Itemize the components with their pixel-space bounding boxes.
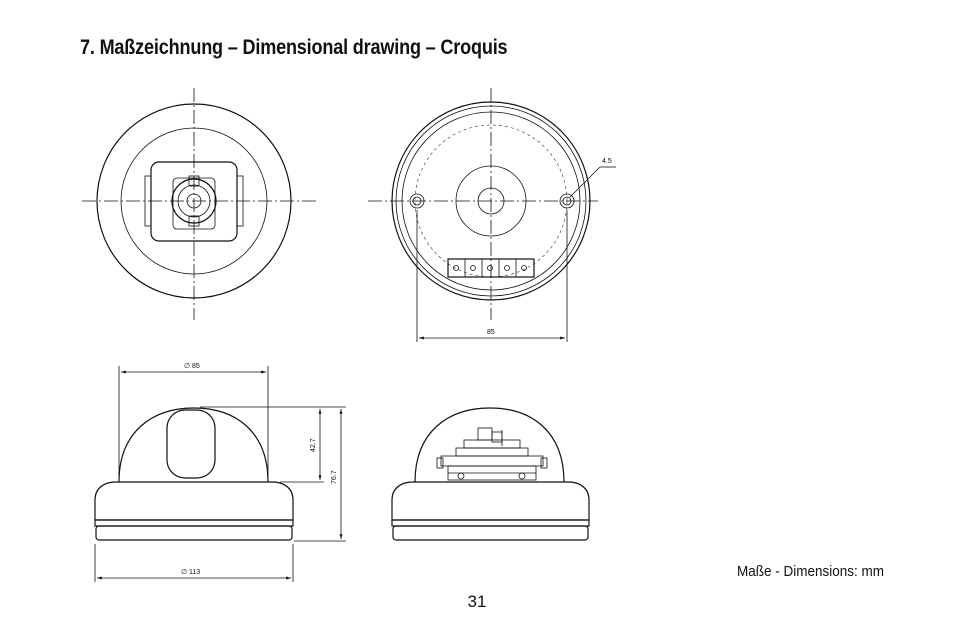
section-heading: 7. Maßzeichnung – Dimensional drawing – … — [80, 36, 508, 59]
back-width-dimension: 85 — [487, 329, 495, 336]
base-diameter-dimension: ∅ 113 — [181, 569, 200, 576]
back-view: 85 4.5 — [368, 88, 616, 342]
side-view: ∅ 85 ∅ 113 42.7 76.7 — [94, 363, 346, 582]
section-view — [391, 407, 590, 541]
hole-dimension: 4.5 — [602, 158, 612, 165]
page-number: 31 — [467, 592, 487, 611]
top-view — [82, 88, 318, 320]
dome-diameter-dimension: ∅ 85 — [184, 363, 200, 370]
unit-note: Maße - Dimensions: mm — [737, 563, 885, 580]
dome-height-dimension: 42.7 — [310, 438, 317, 452]
total-height-dimension: 76.7 — [331, 470, 338, 484]
